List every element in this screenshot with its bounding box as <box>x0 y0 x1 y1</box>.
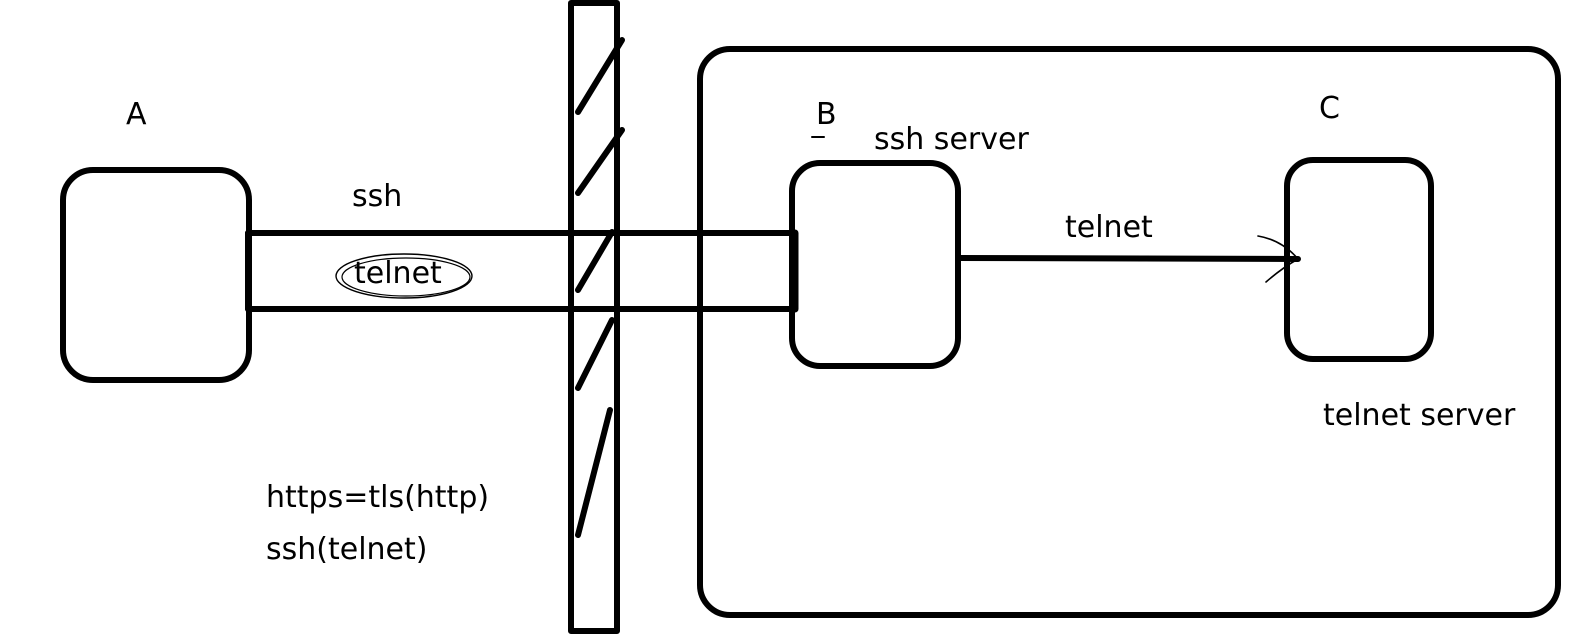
tunnel-inner-label: telnet <box>354 256 442 291</box>
link-b-c <box>955 235 1301 283</box>
node-a-label: A <box>126 97 147 132</box>
firewall-hatch <box>575 229 615 293</box>
tunnel-inner-label-circle <box>335 253 473 299</box>
arrowhead-icon <box>1257 235 1299 283</box>
firewall-hatch <box>575 37 625 115</box>
node-c-caption: telnet server <box>1323 398 1516 433</box>
node-b-caption: ssh server <box>874 122 1029 157</box>
firewall-hatch <box>575 127 625 196</box>
ssh-tunnel <box>245 229 799 313</box>
node-a-box <box>60 167 252 383</box>
link-b-c-line <box>955 255 1301 262</box>
tunnel-outer-label: ssh <box>352 179 402 214</box>
node-c-box <box>1284 157 1434 362</box>
node-b-box <box>789 160 961 369</box>
tunnel-inner-label-circle <box>341 257 471 297</box>
firewall-hatch <box>575 407 613 538</box>
node-b-label: B <box>816 97 837 132</box>
node-c-label: C <box>1319 91 1340 126</box>
firewall <box>568 0 625 634</box>
note-line-2: ssh(telnet) <box>266 532 427 567</box>
note-line-1: https=tls(http) <box>266 480 489 515</box>
firewall-wall <box>568 0 620 634</box>
network-enclosure <box>697 46 1561 618</box>
firewall-hatch <box>575 317 615 391</box>
link-b-c-label: telnet <box>1065 210 1153 245</box>
